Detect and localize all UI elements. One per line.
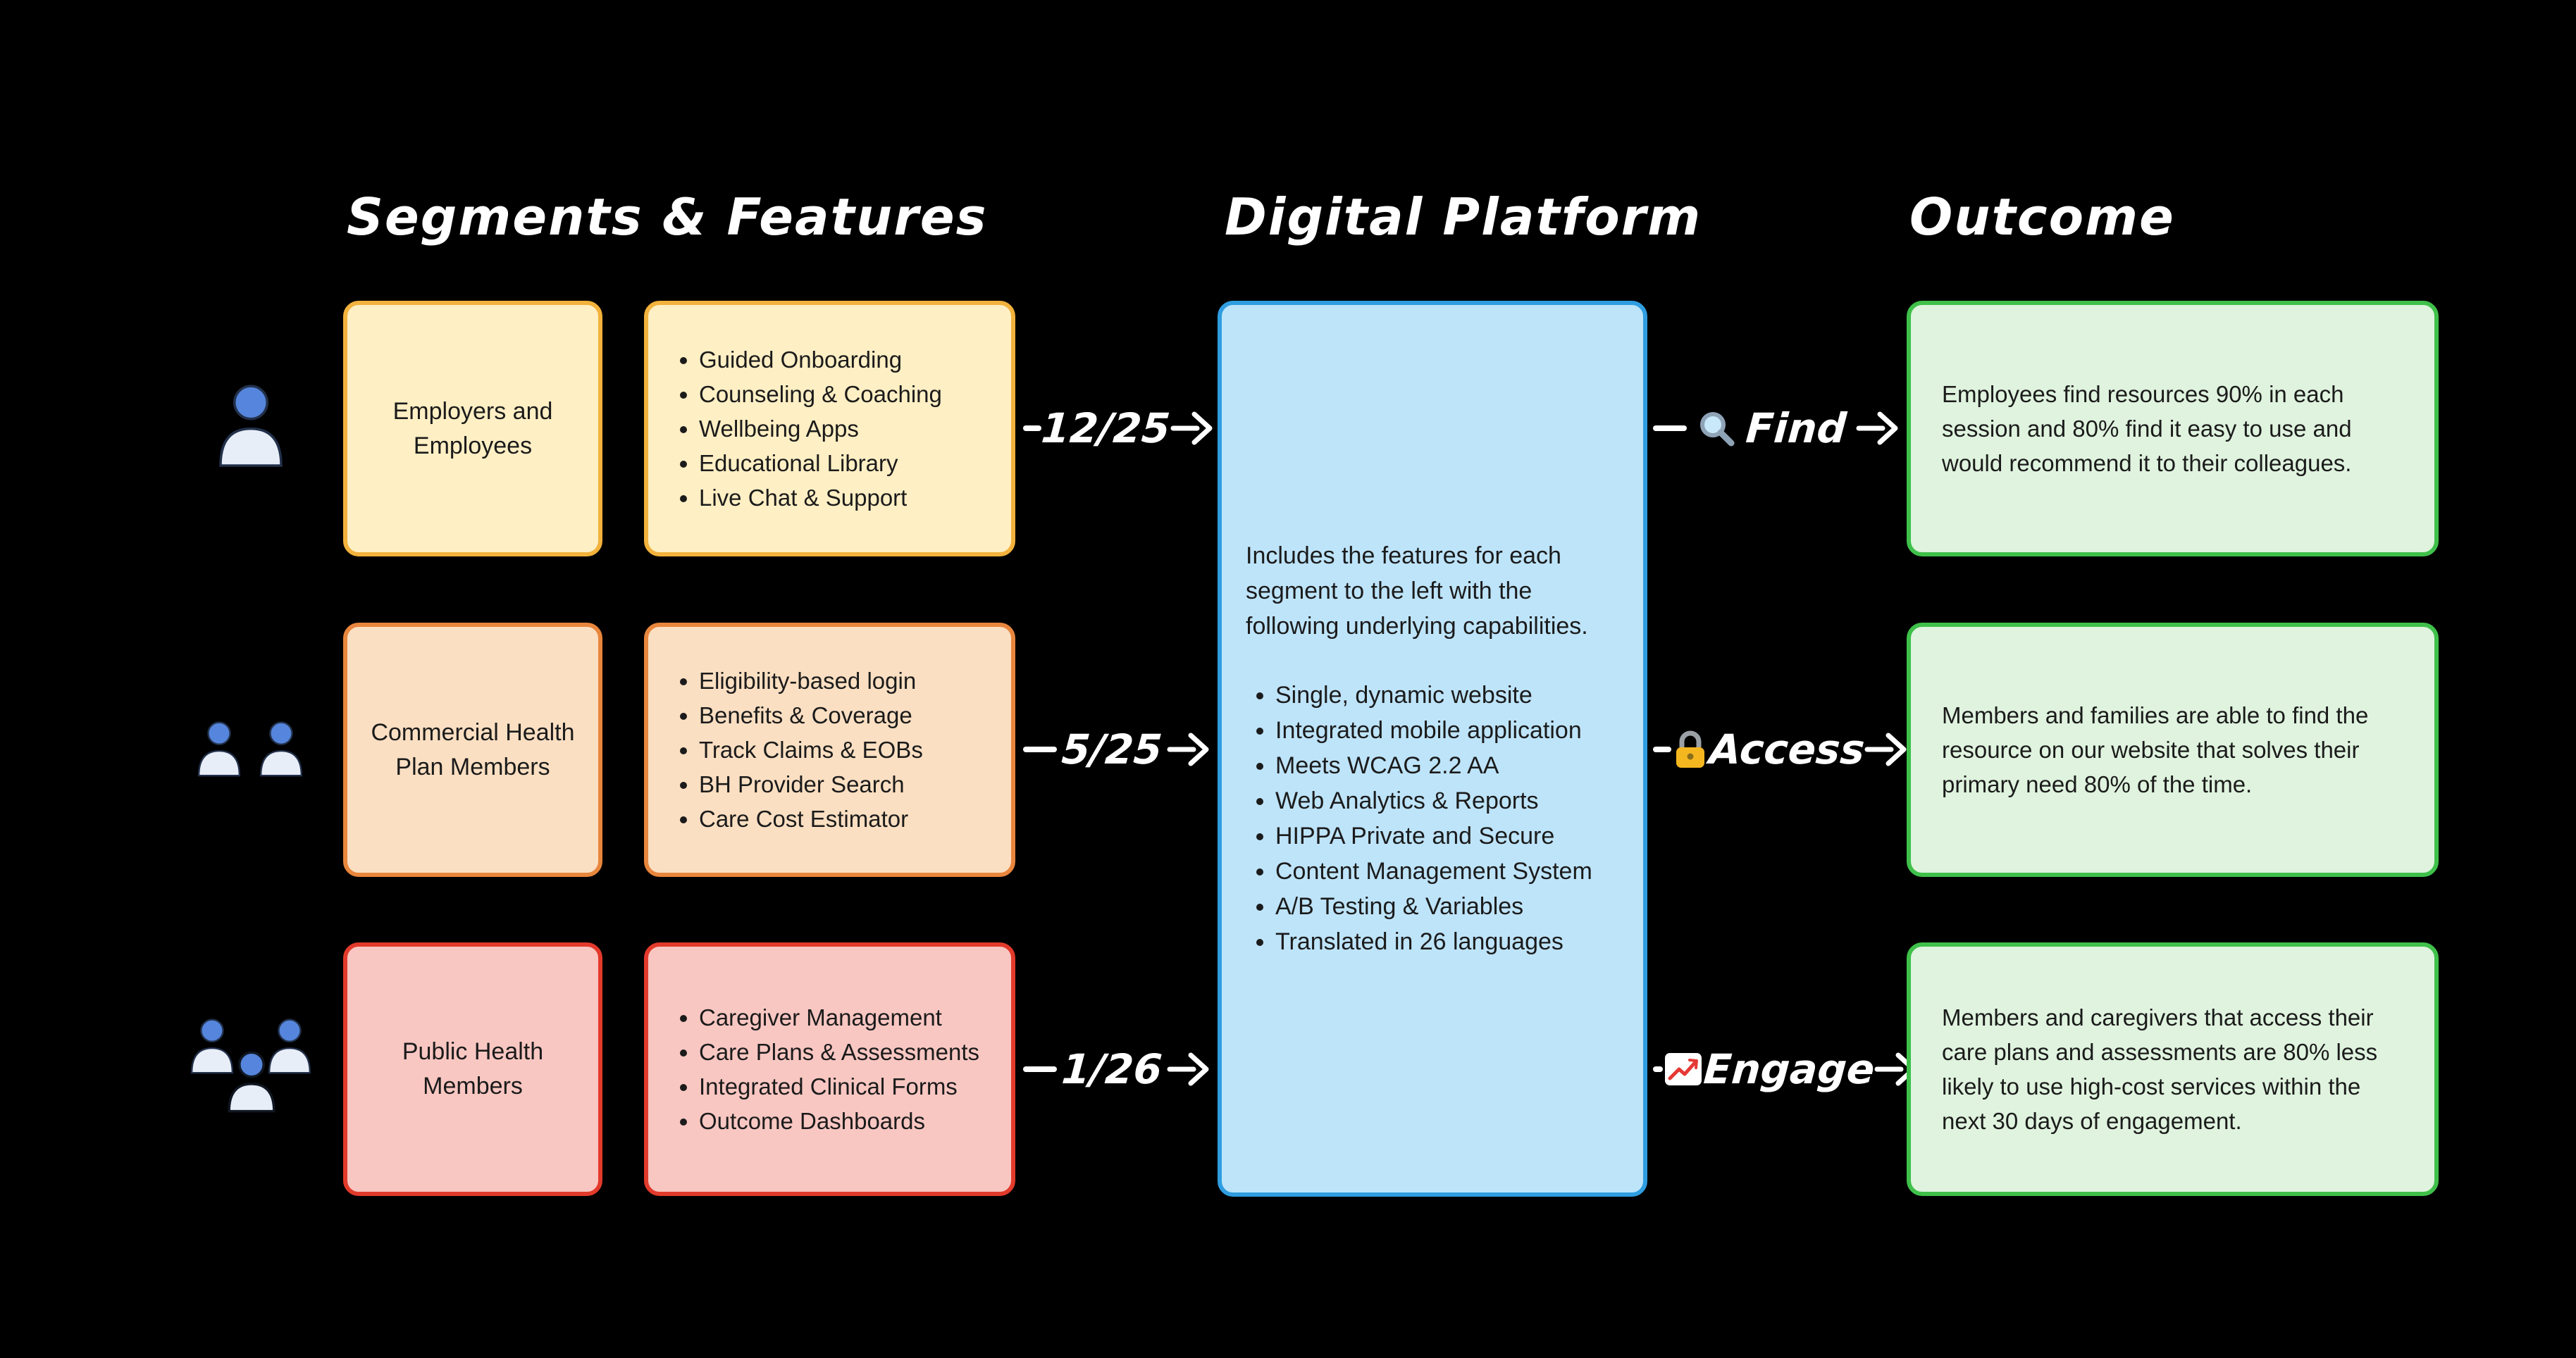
column-header-digital-platform: Digital Platform <box>1225 187 1702 247</box>
platform-capabilities-list: Single, dynamic websiteIntegrated mobile… <box>1246 678 1619 959</box>
bullet-item: Single, dynamic website <box>1275 678 1619 713</box>
bullet-item: Content Management System <box>1275 854 1619 889</box>
segment-box-employers: Employers and Employees <box>343 301 602 556</box>
segment-label: Commercial Health Plan Members <box>371 718 575 780</box>
digital-platform-box: Includes the features for each segment t… <box>1218 301 1647 1197</box>
segment-box-public-health: Public Health Members <box>343 942 602 1196</box>
features-box-employers: Guided OnboardingCounseling & CoachingWe… <box>644 301 1015 556</box>
outcome-label: Access <box>1707 725 1866 773</box>
bullet-item: Wellbeing Apps <box>699 411 942 446</box>
date-connector-commercial: 5/25 <box>1023 704 1212 795</box>
outcome-box-access: Members and families are able to find th… <box>1907 623 2439 877</box>
outcome-text: Members and caregivers that access their… <box>1942 1004 2378 1134</box>
bullet-item: Meets WCAG 2.2 AA <box>1275 748 1619 783</box>
outcome-label: Find <box>1745 404 1849 452</box>
segment-label: Employers and Employees <box>392 397 553 459</box>
bullet-item: A/B Testing & Variables <box>1275 889 1619 924</box>
segment-label: Public Health Members <box>402 1038 544 1100</box>
date-connector-public-health: 1/26 <box>1023 1023 1212 1115</box>
arrow-right-icon <box>1170 409 1215 448</box>
features-box-commercial: Eligibility-based loginBenefits & Covera… <box>644 623 1015 877</box>
outcome-text: Members and families are able to find th… <box>1942 702 2369 797</box>
outcome-box-find: Employees find resources 90% in each ses… <box>1907 301 2439 556</box>
dash-line <box>1653 1066 1663 1072</box>
dash-line <box>1653 747 1671 752</box>
features-list-public-health: Caregiver ManagementCare Plans & Assessm… <box>672 1000 979 1138</box>
arrow-right-icon <box>1167 730 1212 769</box>
column-header-outcome: Outcome <box>1909 187 2175 247</box>
outcome-connector-find: Find <box>1653 382 1901 474</box>
outcome-box-engage: Members and caregivers that access their… <box>1907 942 2439 1196</box>
arrow-right-icon <box>1856 409 1901 448</box>
bullet-item: Eligibility-based login <box>699 664 923 698</box>
outcome-text: Employees find resources 90% in each ses… <box>1942 381 2352 476</box>
bullet-item: Care Cost Estimator <box>699 802 923 836</box>
three-persons-icon <box>185 1016 320 1120</box>
features-box-public-health: Caregiver ManagementCare Plans & Assessm… <box>644 942 1015 1196</box>
arrow-right-icon <box>1167 1049 1212 1089</box>
dash-line <box>1023 747 1057 752</box>
bullet-item: Web Analytics & Reports <box>1275 783 1619 818</box>
bullet-item: Care Plans & Assessments <box>699 1035 979 1069</box>
bullet-item: Track Claims & EOBs <box>699 733 923 767</box>
dash-line <box>1653 425 1687 431</box>
single-person-icon <box>209 380 292 471</box>
arrow-right-icon <box>1864 730 1909 769</box>
bullet-item: Benefits & Coverage <box>699 698 923 733</box>
magnifier-icon <box>1696 408 1737 449</box>
bullet-item: Guided Onboarding <box>699 342 942 377</box>
bullet-item: Outcome Dashboards <box>699 1104 979 1138</box>
segment-box-commercial: Commercial Health Plan Members <box>343 623 602 877</box>
bullet-item: BH Provider Search <box>699 767 923 802</box>
bullet-item: Educational Library <box>699 446 942 480</box>
date-label: 12/25 <box>1039 404 1172 452</box>
date-connector-employers: 12/25 <box>1023 382 1215 474</box>
outcome-label: Engage <box>1702 1045 1876 1093</box>
bullet-item: HIPPA Private and Secure <box>1275 818 1619 854</box>
platform-intro: Includes the features for each segment t… <box>1246 542 1588 640</box>
column-header-segments-features: Segments & Features <box>347 187 988 247</box>
dash-line <box>1023 1066 1057 1072</box>
chart-increasing-icon <box>1663 1049 1704 1089</box>
two-persons-icon <box>192 718 309 779</box>
bullet-item: Caregiver Management <box>699 1000 979 1035</box>
dash-line <box>1023 425 1041 431</box>
bullet-item: Integrated mobile application <box>1275 713 1619 748</box>
bullet-item: Live Chat & Support <box>699 480 942 515</box>
bullet-item: Counseling & Coaching <box>699 377 942 411</box>
date-label: 1/26 <box>1060 1045 1164 1093</box>
date-label: 5/25 <box>1060 725 1164 773</box>
bullet-item: Translated in 26 languages <box>1275 924 1619 959</box>
outcome-connector-access: Access <box>1653 704 1907 795</box>
lock-icon <box>1671 728 1709 771</box>
features-list-employers: Guided OnboardingCounseling & CoachingWe… <box>672 342 942 515</box>
outcome-connector-engage: Engage <box>1653 1023 1916 1115</box>
features-list-commercial: Eligibility-based loginBenefits & Covera… <box>672 664 923 836</box>
bullet-item: Integrated Clinical Forms <box>699 1069 979 1104</box>
